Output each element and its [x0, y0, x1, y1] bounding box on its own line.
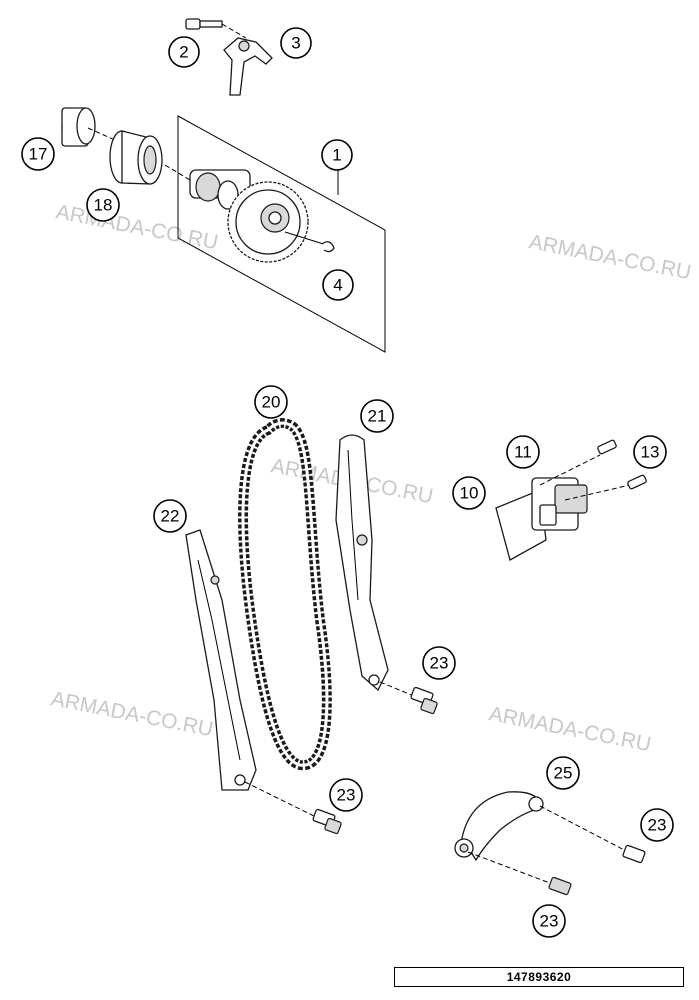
callout-label: 11 [514, 443, 532, 462]
callout-23: 23 [532, 904, 566, 938]
callout-label: 3 [291, 34, 300, 53]
callout-label: 2 [179, 43, 188, 62]
diagram-reference-number: 147893620 [394, 967, 684, 987]
callout-label: 23 [540, 912, 559, 931]
callout-23: 23 [422, 646, 456, 680]
watermark-text: ARMADA-CO.RU [54, 200, 220, 254]
needle-bearing [61, 107, 116, 147]
bolt-axis-line [221, 23, 247, 39]
chain-tensioner [495, 439, 647, 561]
callout-label: 17 [29, 145, 48, 164]
callouts: 2 3 17 1 18 4 20 21 11 13 10 22 23 23 25… [21, 27, 674, 938]
callout-4: 4 [322, 269, 354, 301]
callout-label: 18 [94, 196, 113, 215]
callout-label: 23 [337, 786, 356, 805]
callout-17: 17 [21, 137, 55, 171]
shift-fork [223, 37, 273, 96]
callout-11: 11 [506, 435, 540, 469]
group-frame [177, 115, 386, 353]
callout-20: 20 [254, 385, 288, 419]
callout-label: 4 [333, 276, 342, 295]
guide-bracket [454, 791, 646, 896]
chain-slide-rail [185, 529, 342, 835]
callout-label: 21 [368, 407, 387, 426]
fork-assembly [185, 18, 273, 96]
callout-label: 1 [332, 146, 341, 165]
bolt-head [185, 18, 201, 30]
callout-label: 20 [262, 393, 281, 412]
callout-label: 10 [460, 484, 479, 503]
watermark-text: ARMADA-CO.RU [49, 687, 215, 741]
callout-18: 18 [86, 188, 120, 222]
callout-3: 3 [280, 27, 312, 59]
watermark-text: ARMADA-CO.RU [487, 702, 653, 756]
callout-label: 22 [161, 507, 180, 526]
callout-1: 1 [321, 139, 353, 171]
fork-nut [238, 40, 250, 52]
callout-23: 23 [329, 778, 363, 812]
callout-label: 23 [648, 816, 667, 835]
callout-13: 13 [633, 435, 667, 469]
callout-10: 10 [452, 476, 486, 510]
callout-label: 25 [554, 764, 573, 783]
callout-2: 2 [168, 36, 200, 68]
callout-22: 22 [153, 499, 187, 533]
callout-23: 23 [640, 808, 674, 842]
bearing-ring [109, 130, 163, 185]
bolt-shank [199, 20, 223, 28]
callout-21: 21 [360, 399, 394, 433]
callout-label: 13 [641, 443, 660, 462]
chain-guide-rail [335, 434, 438, 715]
callout-label: 23 [430, 654, 449, 673]
callout-25: 25 [546, 756, 580, 790]
watermark-text: ARMADA-CO.RU [527, 230, 693, 284]
camshaft-group [164, 115, 386, 353]
timing-chain [238, 418, 332, 771]
circlip [321, 241, 335, 253]
